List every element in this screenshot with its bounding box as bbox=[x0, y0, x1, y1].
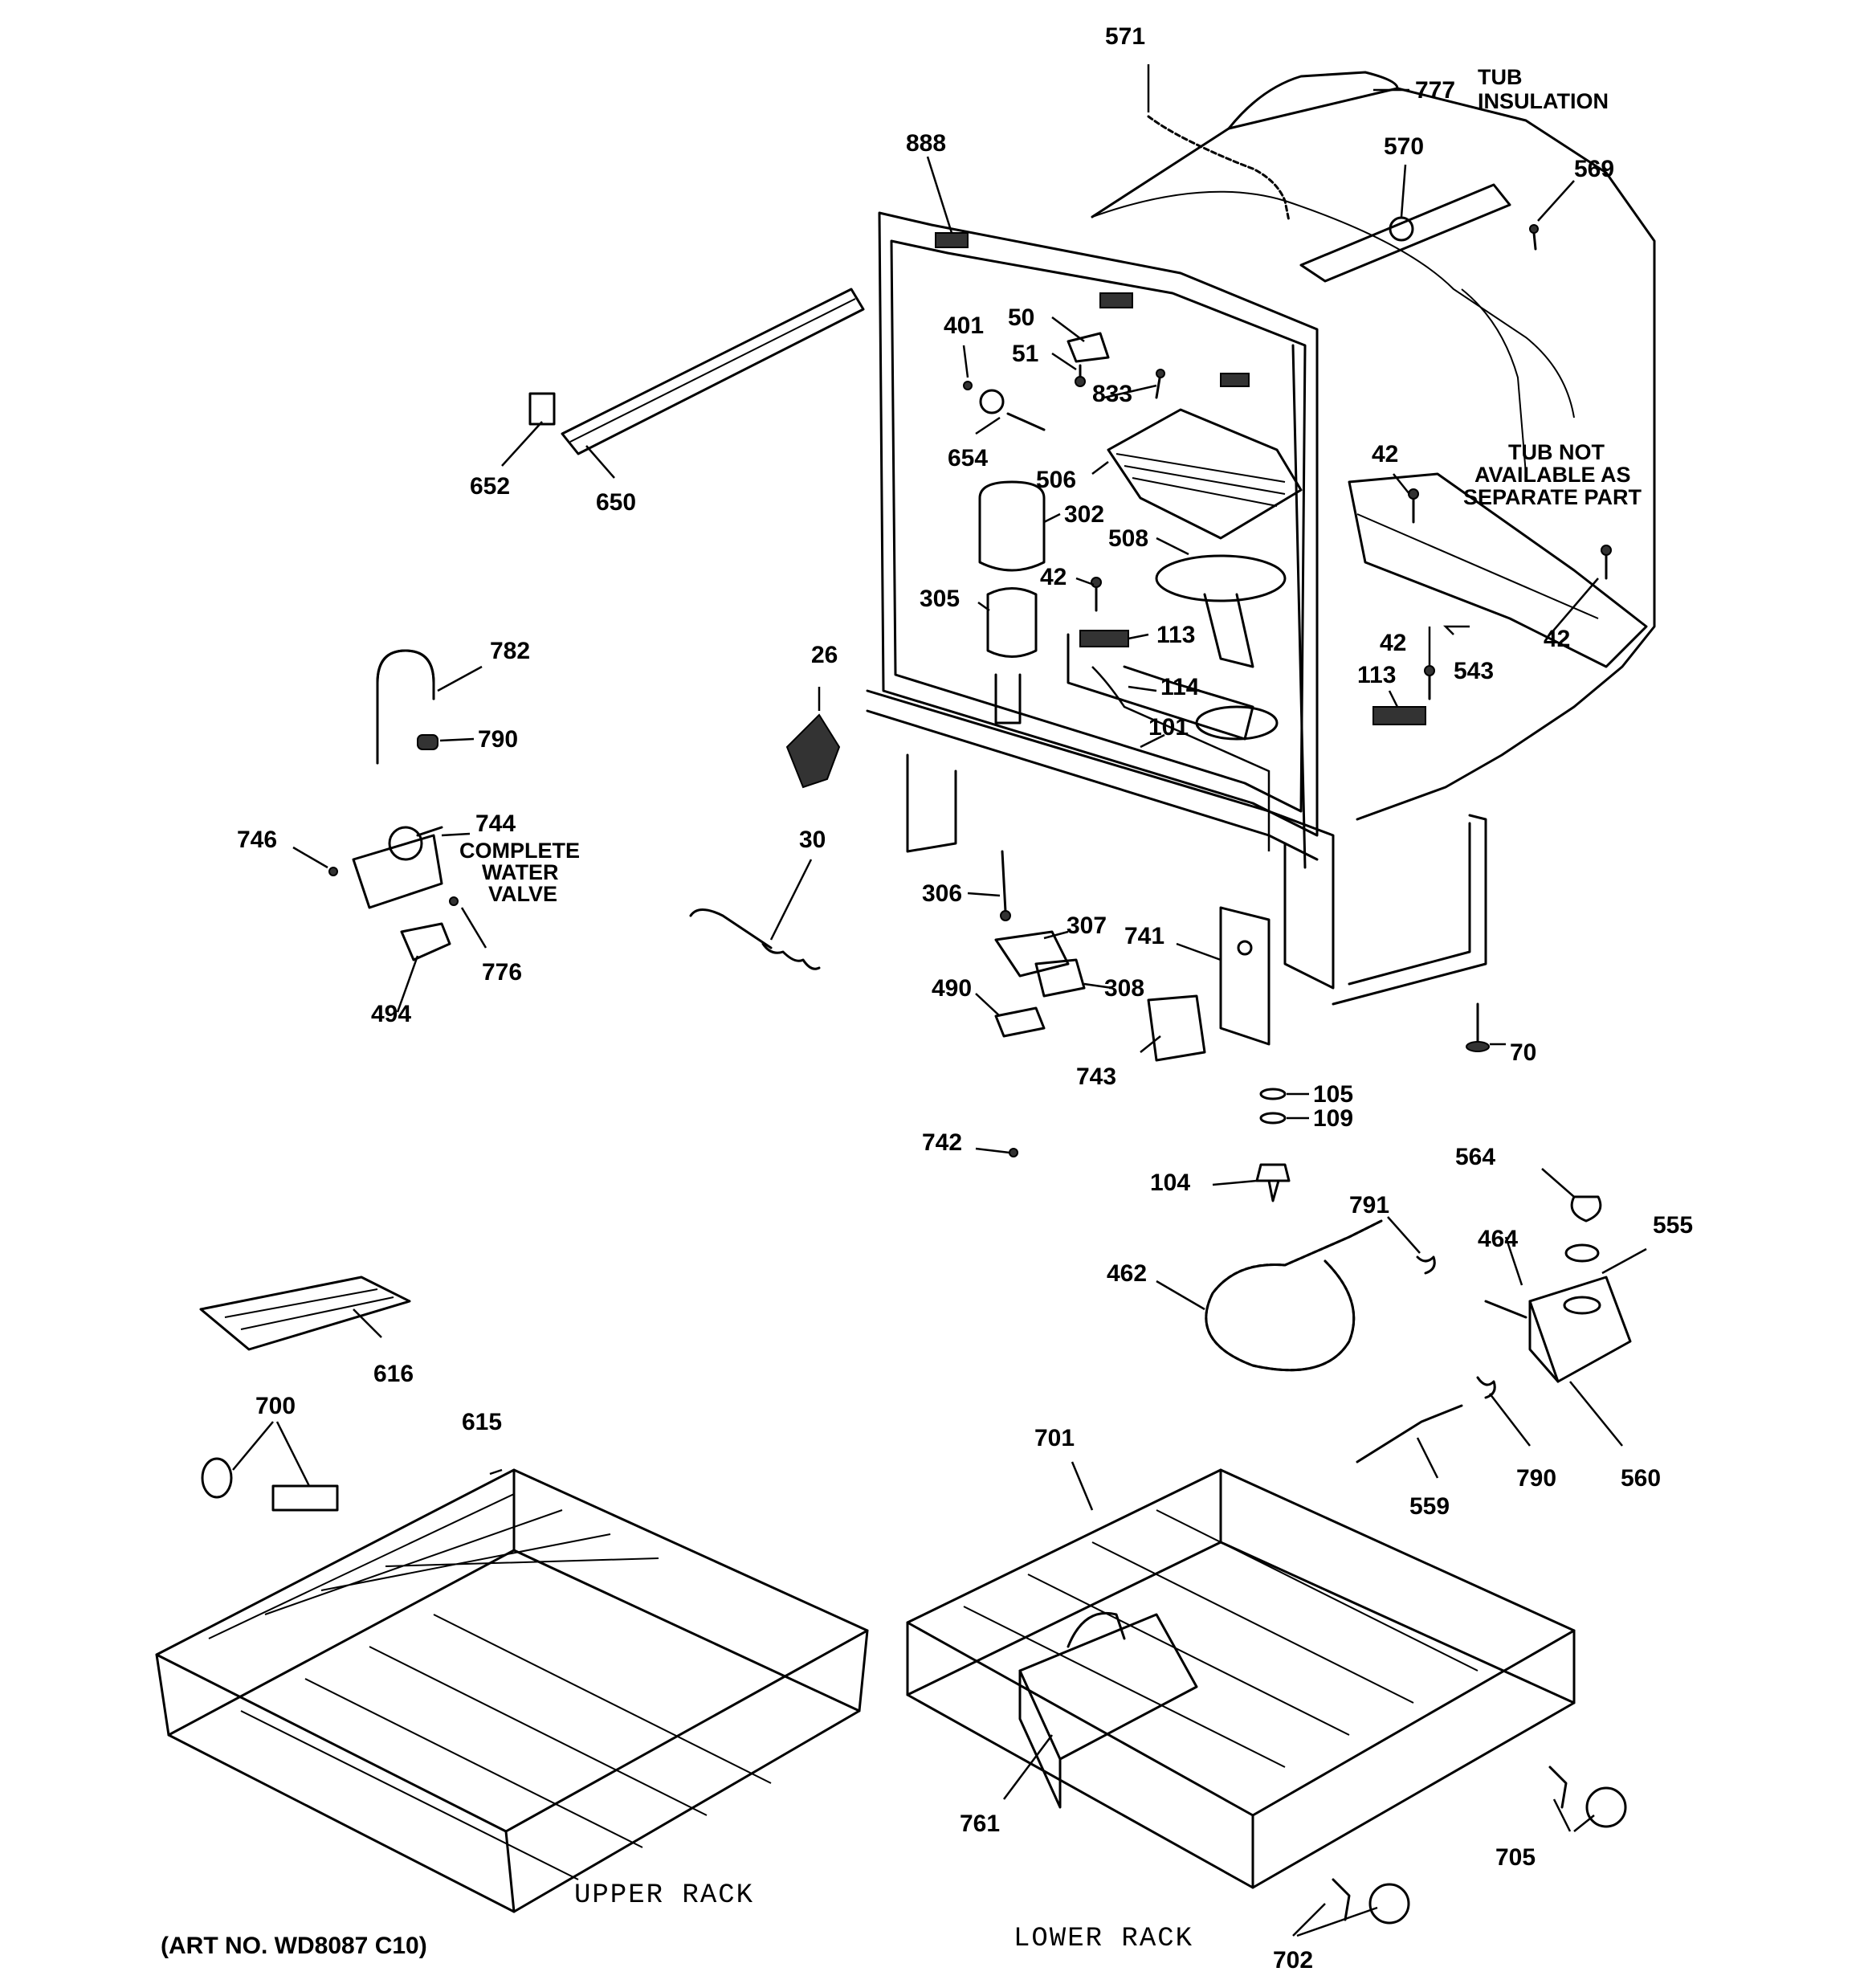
label-616: 616 bbox=[373, 1361, 414, 1387]
label-51: 51 bbox=[1012, 341, 1038, 367]
water-valve-744 bbox=[328, 826, 459, 961]
label-564: 564 bbox=[1455, 1144, 1495, 1170]
label-113b: 113 bbox=[1357, 662, 1396, 688]
label-746: 746 bbox=[237, 827, 277, 853]
label-tub-insulation-1: TUB bbox=[1478, 65, 1523, 89]
tub-assembly bbox=[866, 71, 1656, 1006]
label-42d: 42 bbox=[1544, 626, 1570, 652]
label-776: 776 bbox=[482, 959, 522, 986]
label-571: 571 bbox=[1105, 23, 1145, 50]
hose-559 bbox=[1356, 1404, 1463, 1463]
label-494: 494 bbox=[371, 1001, 411, 1027]
drain-hose-782 bbox=[376, 649, 438, 765]
label-305: 305 bbox=[920, 586, 960, 612]
upper-rack-615 bbox=[155, 1468, 869, 1913]
door-gasket-rail bbox=[528, 288, 865, 455]
label-70: 70 bbox=[1510, 1039, 1536, 1066]
label-569: 569 bbox=[1574, 156, 1614, 182]
label-791: 791 bbox=[1349, 1192, 1389, 1219]
label-777: 777 bbox=[1415, 77, 1455, 104]
label-508: 508 bbox=[1108, 525, 1148, 552]
label-109: 109 bbox=[1313, 1105, 1353, 1132]
label-702: 702 bbox=[1273, 1947, 1313, 1974]
label-833: 833 bbox=[1092, 381, 1132, 407]
label-complete-1: COMPLETE bbox=[459, 839, 580, 863]
drain-pump-560 bbox=[1484, 1195, 1632, 1383]
label-650: 650 bbox=[596, 489, 636, 516]
label-302: 302 bbox=[1064, 501, 1104, 528]
label-705: 705 bbox=[1495, 1844, 1536, 1871]
label-570: 570 bbox=[1384, 133, 1424, 160]
label-782: 782 bbox=[490, 638, 530, 664]
label-464: 464 bbox=[1478, 1226, 1518, 1252]
art-number: (ART NO. WD8087 C10) bbox=[161, 1933, 427, 1959]
label-308: 308 bbox=[1104, 975, 1144, 1002]
washer-109 bbox=[1259, 1112, 1287, 1125]
rack-roller-700 bbox=[201, 1457, 339, 1512]
label-50: 50 bbox=[1008, 304, 1034, 331]
part-labels: 571 777 TUB INSULATION 888 570 569 50 40… bbox=[161, 23, 1693, 1974]
lower-rack-701 bbox=[906, 1468, 1576, 1889]
label-401: 401 bbox=[944, 312, 984, 339]
screw-742 bbox=[1009, 1148, 1018, 1157]
label-complete-2: WATER bbox=[482, 860, 559, 884]
label-42a: 42 bbox=[1372, 441, 1398, 467]
label-tub-insulation-2: INSULATION bbox=[1478, 89, 1609, 113]
label-742: 742 bbox=[922, 1129, 962, 1156]
label-307: 307 bbox=[1067, 912, 1107, 939]
label-upper-rack: UPPER RACK bbox=[574, 1880, 754, 1911]
label-761: 761 bbox=[960, 1810, 1000, 1837]
label-104: 104 bbox=[1150, 1170, 1190, 1196]
label-743: 743 bbox=[1076, 1063, 1116, 1090]
label-506: 506 bbox=[1036, 467, 1076, 493]
clamp-791 bbox=[1416, 1255, 1436, 1275]
label-42c: 42 bbox=[1380, 630, 1406, 656]
label-42b: 42 bbox=[1040, 564, 1067, 590]
label-560: 560 bbox=[1621, 1465, 1661, 1492]
rack-part-616 bbox=[199, 1276, 411, 1351]
rack-roller-705 bbox=[1548, 1766, 1627, 1828]
label-tub-not-1: TUB NOT bbox=[1508, 440, 1605, 464]
label-790a: 790 bbox=[478, 726, 518, 753]
label-30: 30 bbox=[799, 827, 826, 853]
label-700: 700 bbox=[255, 1393, 296, 1419]
clamp-790b bbox=[1476, 1376, 1496, 1399]
leveling-leg-70 bbox=[1466, 1002, 1490, 1052]
rack-roller-702 bbox=[1332, 1878, 1410, 1925]
label-555: 555 bbox=[1653, 1212, 1693, 1239]
label-105: 105 bbox=[1313, 1081, 1353, 1108]
label-113a: 113 bbox=[1156, 622, 1195, 648]
label-741: 741 bbox=[1124, 923, 1164, 949]
label-543: 543 bbox=[1454, 658, 1494, 684]
spring-30 bbox=[689, 908, 821, 970]
label-lower-rack: LOWER RACK bbox=[1014, 1924, 1193, 1954]
leader-lines bbox=[232, 64, 1647, 1937]
part-26-bracket bbox=[785, 713, 841, 789]
drain-hose-462 bbox=[1205, 1219, 1383, 1372]
switch-parts bbox=[994, 850, 1270, 1062]
label-26: 26 bbox=[811, 642, 838, 668]
label-462: 462 bbox=[1107, 1260, 1147, 1287]
label-306: 306 bbox=[922, 880, 962, 907]
label-790b: 790 bbox=[1516, 1465, 1556, 1492]
label-654: 654 bbox=[948, 445, 988, 471]
label-615: 615 bbox=[462, 1409, 502, 1435]
label-559: 559 bbox=[1409, 1493, 1450, 1520]
fastener-104 bbox=[1255, 1163, 1291, 1202]
label-tub-not-3: SEPARATE PART bbox=[1463, 485, 1642, 509]
label-101: 101 bbox=[1148, 714, 1189, 741]
label-490: 490 bbox=[932, 975, 972, 1002]
label-114: 114 bbox=[1160, 674, 1200, 700]
label-652: 652 bbox=[470, 473, 510, 500]
label-complete-3: VALVE bbox=[488, 882, 557, 906]
label-701: 701 bbox=[1034, 1425, 1075, 1451]
label-888: 888 bbox=[906, 130, 946, 157]
label-744: 744 bbox=[475, 810, 516, 837]
label-tub-not-2: AVAILABLE AS bbox=[1474, 463, 1631, 487]
washer-105 bbox=[1259, 1088, 1287, 1100]
